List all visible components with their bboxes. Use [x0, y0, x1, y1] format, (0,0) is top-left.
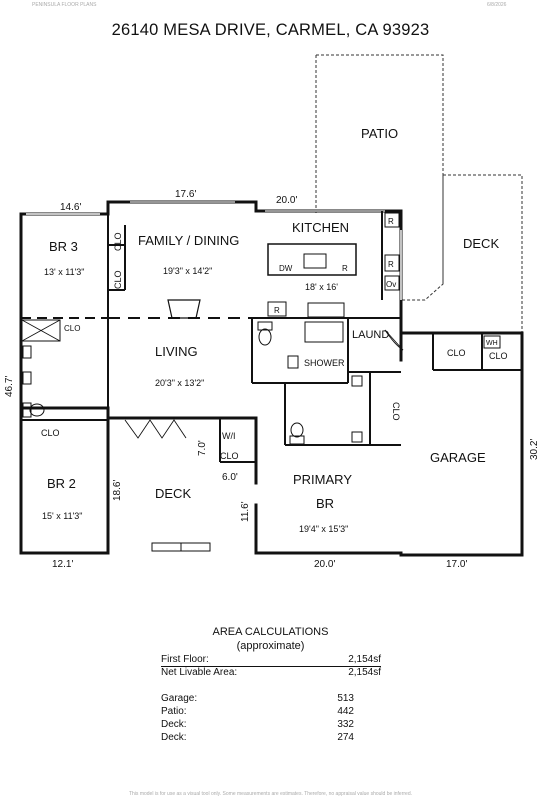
area-row-value: 513: [337, 693, 354, 704]
room-deck-east: DECK: [463, 236, 499, 251]
net-livable-value: 2,154sf: [348, 667, 381, 678]
room-deck-center: DECK: [155, 486, 191, 501]
dim-bottom-mid: 20.0': [314, 559, 335, 570]
sinks: [22, 345, 363, 443]
dim-deck-left: 18.6': [112, 480, 123, 501]
clo-br3-mid: CLO: [113, 270, 123, 289]
page-title: 26140 MESA DRIVE, CARMEL, CA 93923: [111, 21, 430, 39]
room-kitchen: KITCHEN: [292, 220, 349, 235]
area-row-deck-1: Deck: 332: [161, 719, 381, 730]
dim-top-mid: 17.6': [175, 189, 196, 200]
plan-date: 6/8/2026: [487, 2, 507, 8]
room-br2: BR 2: [47, 476, 76, 491]
room-living-size: 20'3" x 13'2": [155, 378, 204, 388]
label-ov: Ov: [386, 280, 396, 289]
label-r-top: R: [388, 217, 394, 226]
area-title: AREA CALCULATIONS: [212, 626, 329, 638]
kitchen-sink: [303, 253, 327, 269]
area-row-value: 274: [337, 732, 354, 743]
room-laund: LAUND: [352, 329, 389, 341]
exterior-walls: [19, 200, 524, 557]
clo-garage-1: CLO: [447, 348, 466, 358]
dim-closet-w: 7.0': [197, 440, 208, 456]
room-family-dining: FAMILY / DINING: [138, 233, 239, 248]
kitchen-island: [267, 243, 357, 276]
dim-bottom-right: 17.0': [446, 559, 467, 570]
disclaimer: This model is for use as a visual tool o…: [128, 791, 412, 797]
clo-primary: CLO: [391, 402, 401, 421]
clo-bath: CLO: [64, 324, 80, 333]
shower-tub: [304, 321, 344, 343]
label-wh: WH: [486, 340, 498, 347]
dim-top-left: 14.6': [60, 202, 81, 213]
area-row-patio: Patio: 442: [161, 706, 381, 717]
room-family-dining-size: 19'3" x 14'2": [163, 266, 212, 276]
fireplace: [167, 299, 201, 319]
room-br3-size: 13' x 11'3": [44, 267, 85, 277]
room-primary-br-size: 19'4" x 15'3": [299, 524, 348, 534]
room-patio: PATIO: [361, 126, 398, 141]
area-row-value: 442: [337, 706, 354, 717]
dim-top-right: 20.0': [276, 195, 297, 206]
clo-br3-top: CLO: [113, 232, 123, 251]
room-garage: GARAGE: [430, 450, 486, 465]
dim-deck-right: 11.6': [240, 501, 251, 522]
clo-garage-2: CLO: [489, 351, 508, 361]
first-floor-value: 2,154sf: [348, 654, 381, 665]
label-r-mid: R: [388, 260, 394, 269]
door-swings: [124, 329, 404, 439]
area-row-deck-2: Deck: 274: [161, 732, 381, 743]
window-marks: [26, 201, 402, 300]
room-shower: SHOWER: [304, 358, 345, 368]
area-row-label: Deck:: [161, 732, 187, 743]
dim-left-side: 46.7': [4, 376, 15, 397]
toilets: [22, 321, 305, 445]
room-wi-2: CLO: [220, 451, 239, 461]
clo-br2: CLO: [41, 428, 60, 438]
patio-outline: [315, 54, 444, 301]
room-kitchen-size: 18' x 16': [305, 282, 338, 292]
room-br2-size: 15' x 11'3": [42, 511, 83, 521]
brand-mark: PENINSULA FLOOR PLANS: [32, 2, 97, 8]
area-row-label: Patio:: [161, 706, 187, 717]
dim-bottom-left: 12.1': [52, 559, 73, 570]
br-bath-shower: [21, 319, 61, 342]
dim-right-side: 30.2': [529, 439, 540, 460]
area-row-label: Garage:: [161, 693, 198, 704]
appliance-boxes: [267, 212, 501, 349]
area-divider: [161, 666, 381, 667]
area-row-label: Deck:: [161, 719, 187, 730]
room-living: LIVING: [155, 344, 198, 359]
room-primary-br-2: BR: [316, 496, 334, 511]
label-r-range: R: [274, 306, 280, 315]
area-subtitle: (approximate): [236, 640, 305, 652]
first-floor-row: First Floor: 2,154sf: [161, 654, 381, 665]
net-livable-label: Net Livable Area:: [161, 667, 238, 678]
range: [307, 302, 345, 318]
room-primary-br-1: PRIMARY: [293, 472, 352, 487]
room-br3: BR 3: [49, 239, 78, 254]
floor-plan: PATIO DECK BR 3 13' x 11'3" FAMILY / DIN…: [4, 54, 540, 570]
area-row-value: 332: [337, 719, 354, 730]
area-row-garage: Garage: 513: [161, 693, 381, 704]
first-floor-label: First Floor:: [161, 654, 209, 665]
label-r-island: R: [342, 264, 348, 273]
deck-east-outline: [442, 174, 523, 333]
interior-walls: [20, 211, 522, 553]
net-livable-row: Net Livable Area: 2,154sf: [161, 667, 381, 678]
label-dw: DW: [279, 264, 293, 273]
room-wi-1: W/I: [222, 431, 236, 441]
dim-closet-d: 6.0': [222, 472, 238, 483]
